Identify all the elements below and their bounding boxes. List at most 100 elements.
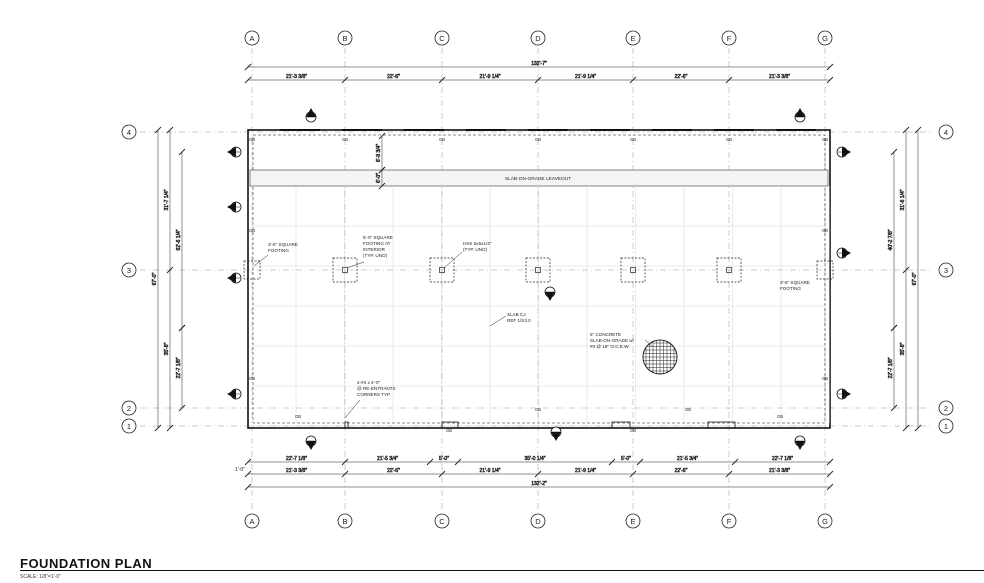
note-line: FOOTING AT [363,241,391,246]
dim-label: 21'-9 1/4" [479,468,500,474]
grid-bubble-label: 2 [127,404,131,413]
section-cut-tag [550,426,562,441]
note-line: 2-#4 x 4'-0" [357,380,381,385]
grid-bubble-B-bottom: B [337,513,353,529]
grid-bubble-2-right: 2 [938,400,954,416]
grid-bubble-label: F [727,34,732,43]
grid-bubble-label: G [822,34,828,43]
grid-bubble-label: C [439,517,445,526]
dim-label: 22'-6" [387,74,400,80]
grade-beam-label: GB [822,228,828,233]
grid-bubble-C-bottom: C [434,513,450,529]
grade-beam-label: GB [295,414,301,419]
grid-bubble-G-bottom: G [817,513,833,529]
dim-label: 22'-7 1/8" [772,456,793,462]
hss-column [630,267,636,273]
hss-column [535,267,541,273]
note-line: FOOTING [268,248,289,253]
grade-beam-label: GB [630,137,636,142]
note-line: CORNERS TYP. [357,392,391,397]
grade-beam-label: GB [446,428,452,433]
dim-label: 22'-6" [675,74,688,80]
grade-beam-label: GB [535,407,541,412]
dim-left-segments: 31'-7 1/4" 35'-8" [164,126,174,432]
grid-bubble-label: 4 [127,128,131,137]
interior-footing [332,257,358,283]
grid-bubble-label: 1 [944,422,948,431]
entrance-notch [611,421,631,428]
grid-bubble-C-top: C [434,30,450,46]
interior-footing [620,257,646,283]
grid-bubble-label: 3 [127,266,131,275]
dim-label: 31'-7 1/4" [164,189,170,210]
edge-footing-left [243,260,261,280]
grid-bubble-label: 1 [127,422,131,431]
grid-bubble-A-bottom: A [244,513,260,529]
dim-label: 21'-9 1/4" [575,468,596,474]
note-line: SLAB-ON-GRADE w/ [590,338,635,343]
dim-label: 35'-8" [164,342,170,355]
dim-small-label: 1'-0" [235,467,245,473]
drawing-scale: SCALE: 1/8"=1'-0" [20,574,61,580]
section-cut-tag [794,435,806,450]
section-cut-tag [544,286,556,301]
section-cut-tag [305,435,317,450]
section-cut-tag [227,272,242,284]
grade-beam-label: GB [439,137,445,142]
dim-slab-offset-2: 6'-0" [376,166,386,190]
hss-column [726,267,732,273]
dim-label: 22'-7 1/8" [286,456,307,462]
edge-footing-right [816,260,834,280]
note-line: 5" CONCRETE [590,332,621,337]
note-line: #3 @ 18" O.C.E.W. [590,344,629,349]
section-cut-tag [305,108,317,123]
section-cut-tag [227,201,242,213]
grid-bubble-label: E [630,517,635,526]
grid-bubble-E-top: E [625,30,641,46]
note-leaders [253,251,653,419]
dim-left-overall: 67'-0" [152,126,162,432]
dimension-strings: 132'-7"21'-3 3/8"22'-6"21'-9 1/4"21'-9 1… [152,61,922,491]
note-line: SLAB CJ [507,312,526,317]
grid-bubble-label: A [249,517,254,526]
grade-beam-label: GB [249,376,255,381]
entrance-notch [707,421,736,428]
note-line: INTERIOR [363,247,386,252]
interior-footing [716,257,742,283]
grade-beam-label: GB [685,407,691,412]
drawing-title: FOUNDATION PLAN [20,556,153,571]
note-line: REF 1/S3.0 [507,318,531,323]
dim-label: 21'-3 3/8" [769,468,790,474]
dim-bottom-segments: 21'-3 3/8"22'-6"21'-9 1/4"21'-9 1/4"22'-… [244,468,834,478]
dim-label: 132'-2" [531,481,547,487]
grade-beam-label: GB [535,137,541,142]
grid-bubble-1-right: 1 [938,418,954,434]
grid-bubble-B-top: B [337,30,353,46]
grade-beam-label: GB [822,376,828,381]
dim-top-segments: 21'-3 3/8"22'-6"21'-9 1/4"21'-9 1/4"22'-… [244,74,834,84]
section-cut-tag [836,247,851,259]
grid-bubble-label: B [342,34,347,43]
interior-footing [525,257,551,283]
dim-right-inner: 40'-2 7/8" [888,148,898,332]
dim-label: 22'-7 1/8" [888,357,894,378]
section-cut-tag [227,388,242,400]
dim-bottom-overall: 132'-2" [244,481,834,491]
entrance-notch [441,421,459,428]
slab-reinforcing-detail [642,339,678,375]
grid-bubble-label: B [342,517,347,526]
dim-label: 31'-6 1/4" [900,189,906,210]
dim-label: 35'-0 1/4" [524,456,545,462]
grid-bubble-label: 3 [944,266,948,275]
dim-label: 21'-3 3/8" [286,468,307,474]
grid-bubble-E-bottom: E [625,513,641,529]
grid-bubble-D-bottom: D [530,513,546,529]
slab-leaveout-band [249,169,829,187]
